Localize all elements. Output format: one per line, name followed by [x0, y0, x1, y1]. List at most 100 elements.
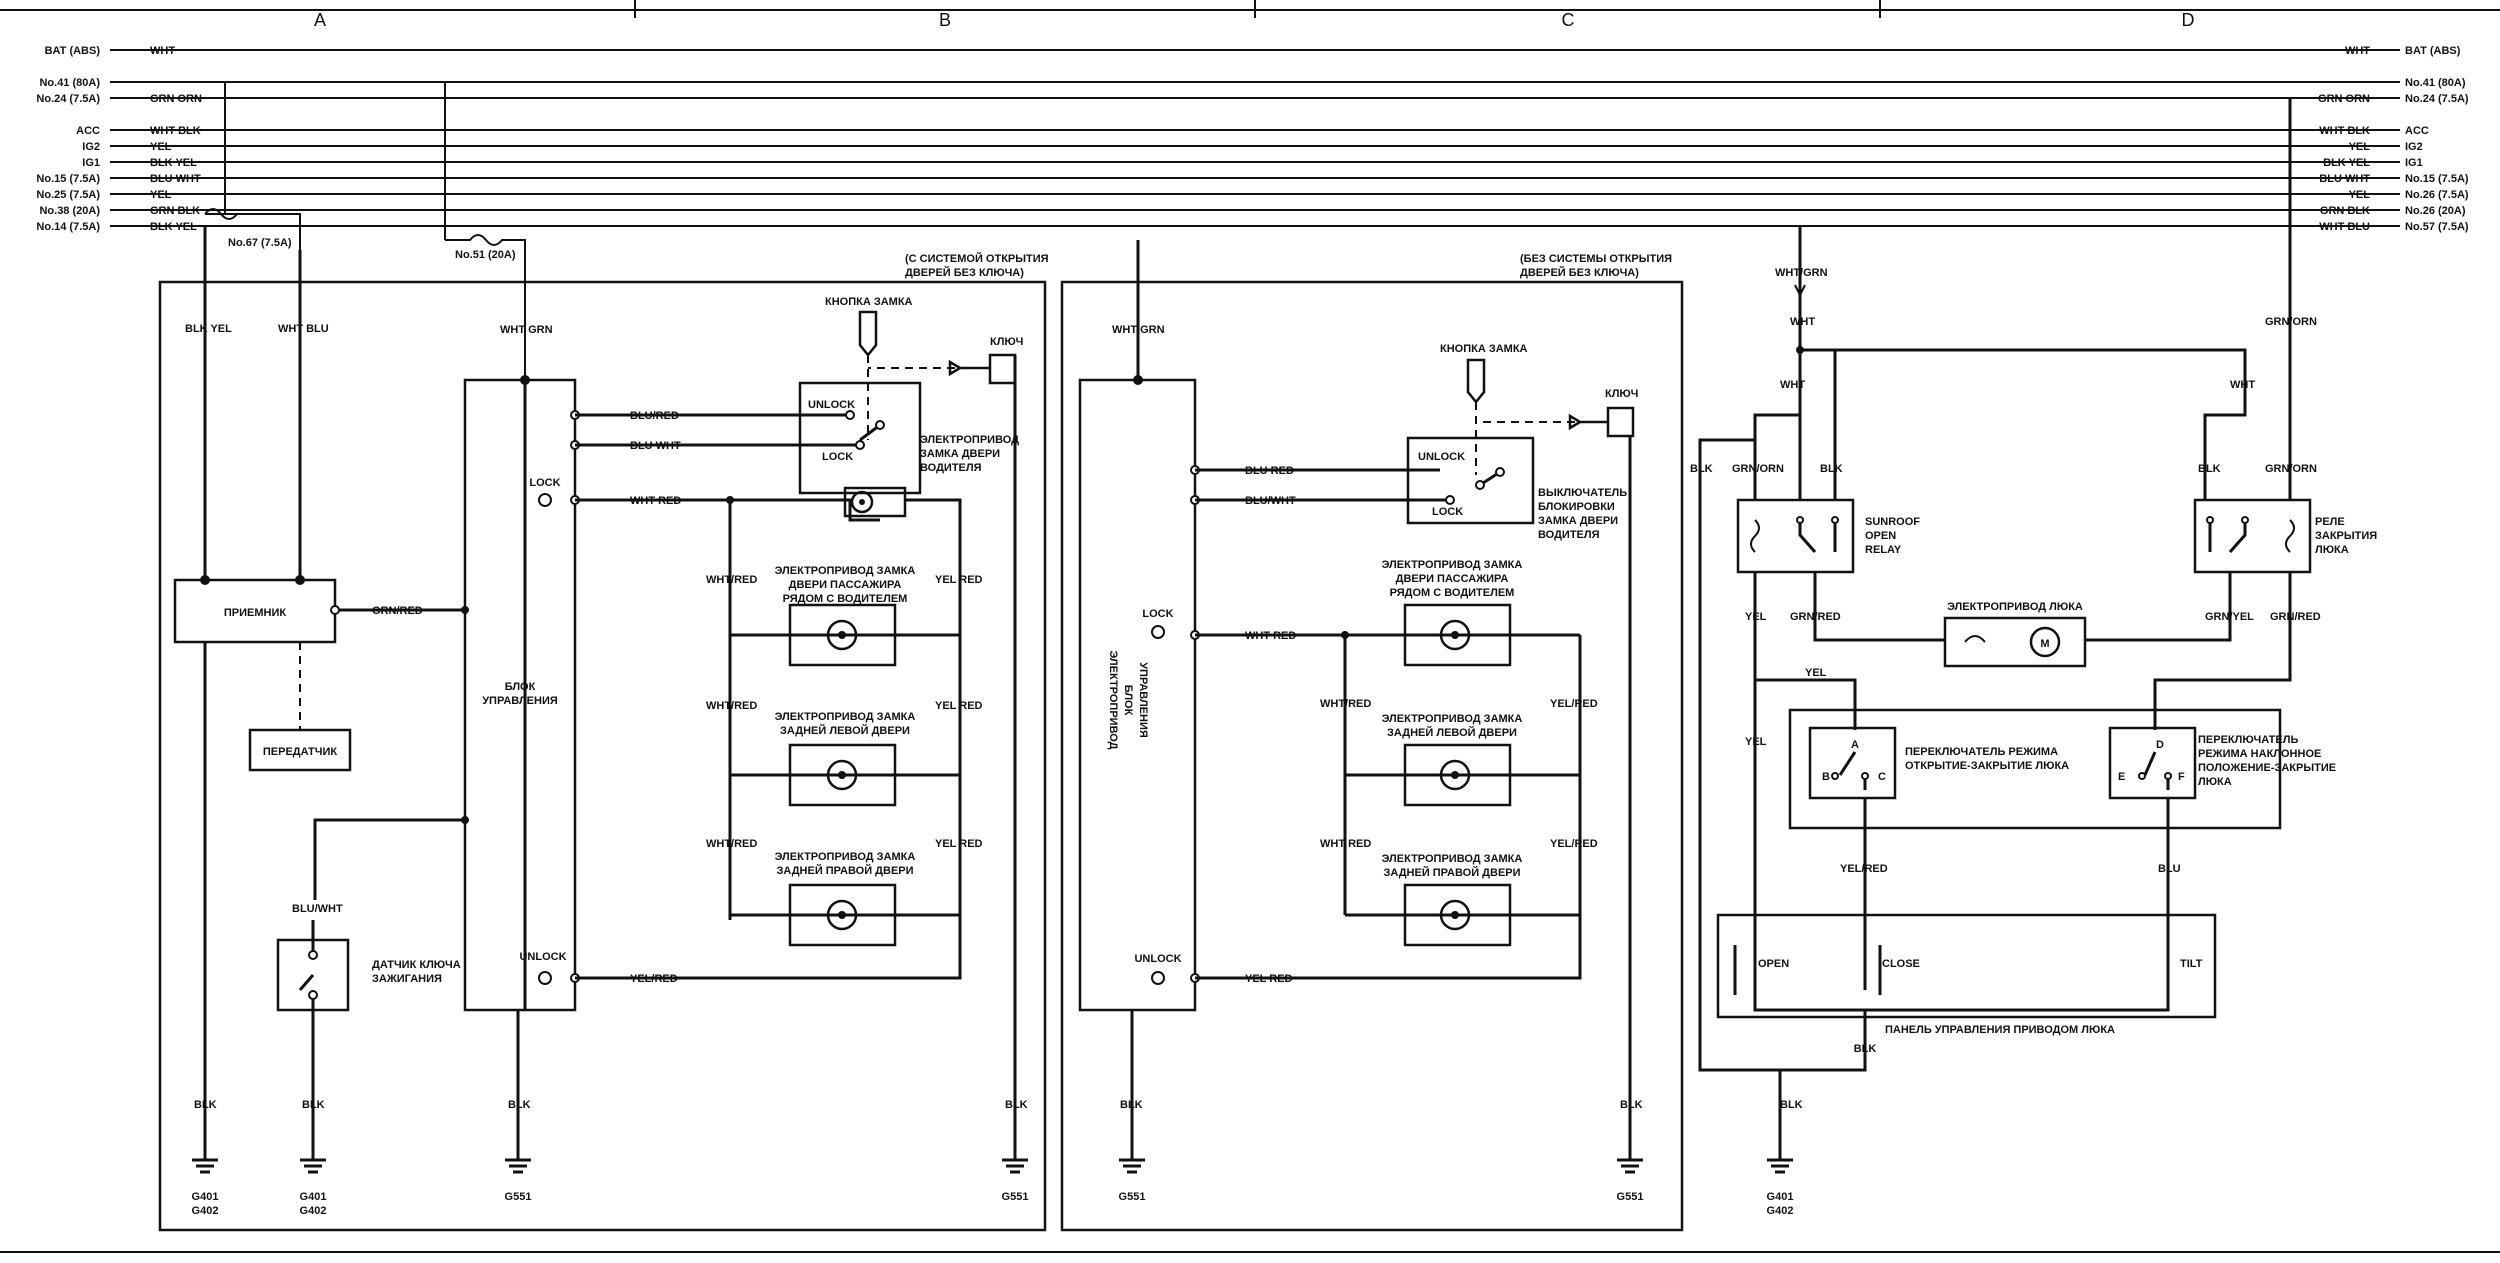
actuator-label: ЭЛЕКТРОПРИВОД ЗАМКА: [1382, 853, 1523, 865]
wire-label: WHT: [2230, 379, 2255, 391]
rail-wire-right: WHT BLK: [2319, 125, 2370, 137]
wire-label: WHT GRN: [1112, 324, 1165, 336]
motor-pass-c: [1403, 603, 1512, 667]
transmitter-label: ПЕРЕДАТЧИК: [263, 746, 338, 758]
motor-label: ЭЛЕКТРОПРИВОД ЛЮКА: [1947, 601, 2083, 613]
switch1-label: ОТКРЫТИЕ-ЗАКРЫТИЕ ЛЮКА: [1905, 760, 2069, 772]
lock-switch-label: ВОДИТЕЛЯ: [1538, 529, 1600, 541]
wire-label: YEL RED: [1245, 973, 1293, 985]
wire-label: WHT/GRN: [1775, 267, 1828, 279]
wire-label: BLK: [1005, 1099, 1028, 1111]
unlock-label: UNLOCK: [1134, 953, 1181, 965]
ground-label: G401: [1767, 1191, 1794, 1203]
wire-label: BLK: [1820, 463, 1843, 475]
motor-driver-b: [843, 486, 907, 518]
wire-label: BLK: [1854, 1043, 1877, 1055]
rail-name-left: No.25 (7.5A): [36, 189, 100, 201]
actuator-label: ДВЕРИ ПАССАЖИРА: [789, 579, 902, 591]
control-unit-label: БЛОК: [505, 681, 536, 693]
rail-name-right: BAT (ABS): [2405, 45, 2461, 57]
fuse-51-label: No.51 (20A): [455, 249, 516, 261]
wire-label: GRN/ORN: [2265, 463, 2317, 475]
ground-label: G402: [1767, 1205, 1794, 1217]
wire-label: WHT BLU: [278, 323, 329, 335]
rail-wire-right: BLK YEL: [2323, 157, 2370, 169]
wire-label: BLU: [2158, 863, 2181, 875]
control-unit-label: ЭЛЕКТРОПРИВОД: [1107, 651, 1119, 750]
section-b: (С СИСТЕМОЙ ОТКРЫТИЯ ДВЕРЕЙ БЕЗ КЛЮЧА) W…: [461, 252, 1049, 1203]
ground-label: G551: [1617, 1191, 1644, 1203]
rail-name-right: No.15 (7.5A): [2405, 173, 2469, 185]
rail-name-left: IG2: [82, 141, 100, 153]
wire-label: WHT GRN: [500, 324, 553, 336]
motor-m-label: M: [2040, 638, 2049, 650]
control-unit-b: [463, 378, 577, 1012]
wire-label: WHT RED: [1245, 630, 1296, 642]
power-rails: [110, 49, 2400, 227]
wire-label: BLK: [302, 1099, 325, 1111]
wire-label: WHT RED: [1320, 838, 1371, 850]
lock-button-label: КНОПКА ЗАМКА: [1440, 343, 1528, 355]
switch2-label: ПОЛОЖЕНИЕ-ЗАКРЫТИЕ: [2198, 762, 2336, 774]
ground-symbol: [505, 1140, 1028, 1174]
actuator-label: ЗАДНЕЙ ЛЕВОЙ ДВЕРИ: [780, 724, 910, 737]
ground-label: G402: [300, 1205, 327, 1217]
fuse-67-label: No.67 (7.5A): [228, 237, 292, 249]
wire-label: YEL/RED: [1550, 838, 1598, 850]
wire-label: WHT RED: [630, 495, 681, 507]
switch-terminal: B: [1822, 771, 1830, 783]
column-label-d: D: [2182, 10, 2195, 30]
wire-label: BLU/WHT: [1245, 495, 1296, 507]
lock-label: LOCK: [1142, 608, 1173, 620]
actuator-label: ЗАДНЕЙ ЛЕВОЙ ДВЕРИ: [1387, 726, 1517, 739]
switch-unlock-label: UNLOCK: [1418, 451, 1465, 463]
rail-name-right: IG2: [2405, 141, 2423, 153]
section-a: BLK YEL WHT BLU ПРИЕМНИК GRN/RED ПЕРЕДАТ…: [173, 226, 465, 1217]
wire-label: YEL/RED: [1550, 698, 1598, 710]
open-relay-label: RELAY: [1865, 544, 1902, 556]
key-sensor-label: ЗАЖИГАНИЯ: [372, 973, 442, 985]
wire-label: BLK: [1120, 1099, 1143, 1111]
motor-rr-b: [788, 883, 897, 947]
ground-label: G551: [505, 1191, 532, 1203]
column-label-b: B: [939, 10, 951, 30]
switch2-label: ЛЮКА: [2198, 776, 2232, 788]
switch-unlock-label: UNLOCK: [808, 399, 855, 411]
open-relay-label: OPEN: [1865, 530, 1896, 542]
actuator-label: ЭЛЕКТРОПРИВОД ЗАМКА: [775, 851, 916, 863]
switch-terminal: A: [1851, 739, 1859, 751]
rail-wire-left: GRN ORN: [150, 93, 202, 105]
wire-label: YEL/RED: [1840, 863, 1888, 875]
wire-label: WHT/RED: [706, 574, 757, 586]
wire-label: YEL RED: [935, 838, 983, 850]
wire-label: BLU/WHT: [292, 903, 343, 915]
panel-open-label: OPEN: [1758, 958, 1789, 970]
rail-wire-right: GRN ORN: [2318, 93, 2370, 105]
motor-rl-b: [788, 743, 897, 807]
rail-name-left: No.15 (7.5A): [36, 173, 100, 185]
wire-label: WHT/RED: [706, 838, 757, 850]
rail-wire-left: GRN BLK: [150, 205, 200, 217]
rail-name-right: ACC: [2405, 125, 2429, 137]
rail-name-left: IG1: [82, 157, 100, 169]
column-label-c: C: [1562, 10, 1575, 30]
rail-name-right: No.26 (20A): [2405, 205, 2466, 217]
lock-switch-label: ЗАМКА ДВЕРИ: [1538, 515, 1618, 527]
sunroof-close-relay: [2193, 498, 2312, 574]
wire-label: BLK: [1780, 1099, 1803, 1111]
wire-label: WHT: [1780, 379, 1805, 391]
wire-label: GRN/RED: [2270, 611, 2321, 623]
driver-actuator-label: ЗАМКА ДВЕРИ: [920, 448, 1000, 460]
rail-name-left: No.38 (20A): [39, 205, 100, 217]
switch1-label: ПЕРЕКЛЮЧАТЕЛЬ РЕЖИМА: [1905, 746, 2058, 758]
sunroof-open-relay: [1736, 498, 1855, 574]
control-unit-label: УПРАВЛЕНИЯ: [1137, 662, 1149, 738]
column-label-a: A: [314, 10, 326, 30]
actuator-label: ЭЛЕКТРОПРИВОД ЗАМКА: [775, 565, 916, 577]
panel-label: ПАНЕЛЬ УПРАВЛЕНИЯ ПРИВОДОМ ЛЮКА: [1885, 1024, 2115, 1036]
key-label: КЛЮЧ: [1605, 388, 1638, 400]
rail-name-left: BAT (ABS): [45, 45, 101, 57]
section-c: (БЕЗ СИСТЕМЫ ОТКРЫТИЯ ДВЕРЕЙ БЕЗ КЛЮЧА) …: [1078, 240, 1672, 1203]
rail-wire-left: YEL: [150, 189, 172, 201]
